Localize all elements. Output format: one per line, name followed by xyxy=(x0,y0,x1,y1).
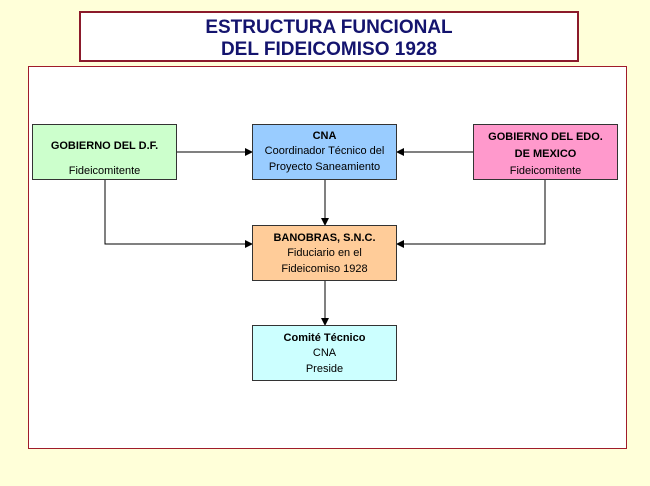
node-gobierno-edomex: GOBIERNO DEL EDO. DE MEXICO Fideicomiten… xyxy=(473,124,618,180)
node-cna-name: CNA xyxy=(312,130,337,142)
node-gobierno-df: GOBIERNO DEL D.F. Fideicomitente xyxy=(32,124,177,180)
arrow-gdf-to-banobras xyxy=(104,180,253,248)
node-comite-tecnico: Comité Técnico CNA Preside xyxy=(252,325,397,381)
node-gobierno-edomex-name-1: GOBIERNO DEL EDO. xyxy=(488,131,603,143)
node-cna-role-1: Coordinador Técnico del xyxy=(264,145,385,157)
title-line-2: DEL FIDEICOMISO 1928 xyxy=(220,39,438,60)
node-cna: CNA Coordinador Técnico del Proyecto San… xyxy=(252,124,397,180)
diagram-title: ESTRUCTURA FUNCIONAL DEL FIDEICOMISO 192… xyxy=(79,11,579,62)
node-banobras-role-1: Fiduciario en el xyxy=(287,247,362,259)
node-gobierno-df-name: GOBIERNO DEL D.F. xyxy=(50,140,159,152)
node-banobras: BANOBRAS, S.N.C. Fiduciario en el Fideic… xyxy=(252,225,397,281)
node-gobierno-df-role: Fideicomitente xyxy=(68,165,141,177)
node-gobierno-edomex-role: Fideicomitente xyxy=(509,165,582,177)
node-banobras-role-2: Fideicomiso 1928 xyxy=(281,263,368,275)
node-cna-role-2: Proyecto Saneamiento xyxy=(268,161,381,173)
node-comite-tecnico-line-3: Preside xyxy=(305,363,344,375)
node-comite-tecnico-line-2: CNA xyxy=(312,347,337,359)
arrow-edomex-to-banobras xyxy=(396,180,546,248)
node-banobras-name: BANOBRAS, S.N.C. xyxy=(273,232,376,244)
title-line-1: ESTRUCTURA FUNCIONAL xyxy=(205,17,453,38)
node-gobierno-edomex-name-2: DE MEXICO xyxy=(514,148,577,160)
node-comite-tecnico-name: Comité Técnico xyxy=(283,332,366,344)
